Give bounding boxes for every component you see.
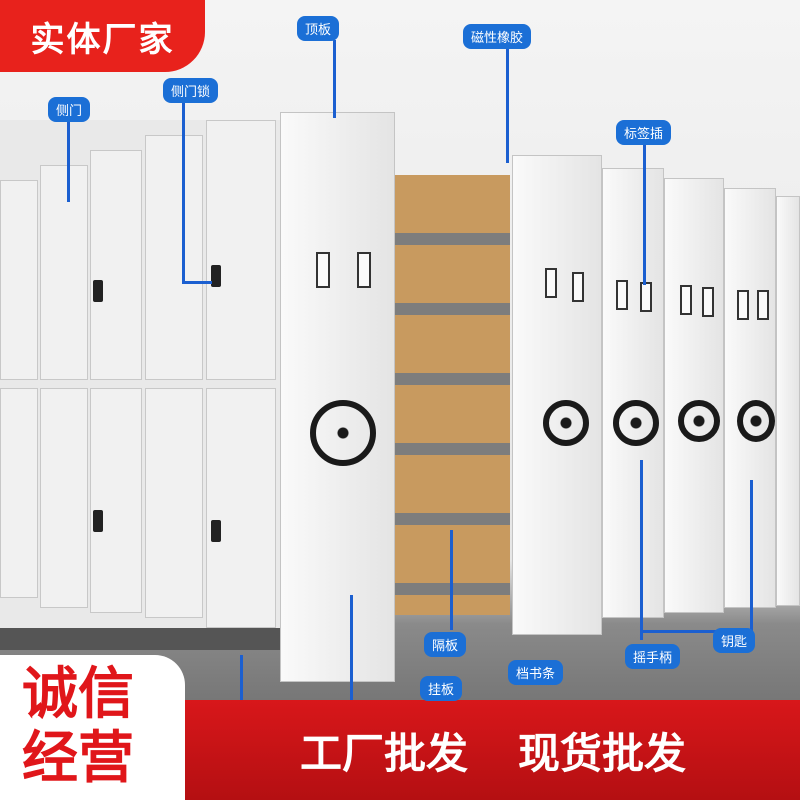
front-end-panel (280, 112, 395, 682)
integrity-badge: 诚信 经营 (0, 655, 185, 800)
hand-crank-wheel-icon (737, 400, 775, 442)
cabinet-door (206, 120, 276, 380)
leader-line (450, 530, 453, 630)
stock-wholesale-text: 现货批发 (518, 728, 687, 778)
end-panel (602, 168, 664, 618)
cabinet-door (90, 150, 142, 380)
leader-line (182, 100, 185, 283)
leader-line (333, 40, 336, 118)
cabinet-door (40, 388, 88, 608)
label-key: 钥匙 (713, 628, 756, 653)
factory-wholesale-text: 工厂批发 (300, 728, 469, 778)
leader-line (67, 120, 70, 202)
label-hand-crank: 摇手柄 (625, 644, 681, 669)
cabinet-door (145, 388, 203, 618)
top-banner: 实体厂家 (0, 0, 205, 72)
leader-line (506, 48, 509, 163)
label-hanging-board: 挂板 (420, 676, 463, 701)
end-panel (776, 196, 800, 606)
label-slot-icon (737, 290, 749, 320)
label-slot-icon (680, 285, 692, 315)
cabinet-door (206, 388, 276, 628)
side-cabinet (0, 120, 280, 650)
label-slot-icon (702, 287, 714, 317)
label-slot-icon (357, 252, 371, 288)
label-slot-icon (545, 268, 557, 298)
end-panel (512, 155, 602, 635)
door-lock-icon (93, 280, 103, 302)
leader-line (643, 145, 646, 285)
leader-line (182, 281, 212, 284)
hand-crank-wheel-icon (543, 400, 589, 446)
label-slot-icon (616, 280, 628, 310)
leader-line (350, 595, 353, 700)
cabinet-door (0, 180, 38, 380)
leader-line (750, 480, 753, 632)
integrity-line1: 诚信 (22, 662, 134, 727)
door-lock-icon (211, 520, 221, 542)
label-magnetic-rubber: 磁性橡胶 (463, 24, 532, 49)
label-book-stop: 档书条 (508, 660, 564, 685)
label-top-board: 顶板 (297, 16, 340, 41)
hand-crank-wheel-icon (678, 400, 720, 442)
cabinet-door (145, 135, 203, 380)
label-slot-icon (757, 290, 769, 320)
leader-line (240, 655, 243, 700)
label-label-slot: 标签插 (616, 120, 672, 145)
label-slot-icon (640, 282, 652, 312)
end-panel (664, 178, 724, 613)
label-shelf-divider: 隔板 (424, 632, 467, 657)
hand-crank-wheel-icon (613, 400, 659, 446)
cabinet-door (0, 388, 38, 598)
label-slot-icon (572, 272, 584, 302)
hand-crank-wheel-icon (310, 400, 376, 466)
cabinet-door (90, 388, 142, 613)
label-side-door-lock: 侧门锁 (163, 78, 219, 103)
leader-line (640, 630, 752, 633)
door-lock-icon (211, 265, 221, 287)
leader-line (640, 460, 643, 640)
integrity-line2: 经营 (22, 726, 134, 791)
door-lock-icon (93, 510, 103, 532)
cabinet-door (40, 165, 88, 380)
label-side-door: 侧门 (48, 97, 91, 122)
label-slot-icon (316, 252, 330, 288)
